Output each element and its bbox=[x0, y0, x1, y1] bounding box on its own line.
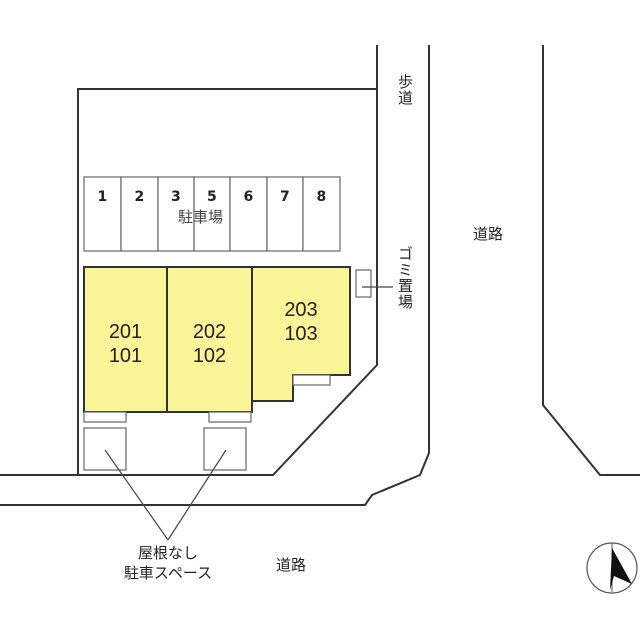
road-edge-right bbox=[542, 45, 640, 476]
leader-line bbox=[167, 449, 227, 541]
parking-slot-number: 1 bbox=[97, 189, 108, 205]
garbage-label: ゴミ置場 bbox=[396, 246, 414, 310]
lot-boundary bbox=[77, 88, 377, 475]
parking-slot bbox=[120, 176, 159, 252]
lot-boundary-right bbox=[0, 45, 378, 476]
parking-slot-number: 6 bbox=[243, 189, 254, 205]
north-arrow-icon bbox=[586, 542, 638, 594]
parking-slot-number: 5 bbox=[207, 189, 217, 205]
parking-slot bbox=[193, 176, 231, 252]
unit-number-lower: 102 bbox=[192, 345, 227, 367]
label-line: 駐車スペース bbox=[123, 564, 213, 582]
road-right-label: 道路 bbox=[473, 225, 504, 243]
parking-slot bbox=[266, 176, 304, 252]
unit-202 bbox=[166, 266, 253, 413]
units bbox=[83, 266, 351, 413]
unit-203-103: 203 103 bbox=[252, 298, 350, 346]
uncovered-parking-label: 屋根なし 駐車スペース bbox=[110, 543, 226, 583]
uncovered-parking-space bbox=[203, 427, 247, 471]
unit-number-upper: 201 bbox=[108, 321, 143, 343]
uncovered-parking-space bbox=[83, 427, 127, 471]
parking-slot-number: 7 bbox=[280, 189, 290, 205]
parking-slot-number: 2 bbox=[134, 189, 145, 205]
sidewalk-label: 歩道 bbox=[396, 74, 414, 106]
step-203 bbox=[292, 374, 331, 386]
parking-slot bbox=[302, 176, 341, 252]
unit-number-lower: 101 bbox=[108, 345, 143, 367]
garbage-area bbox=[355, 269, 372, 298]
sidewalk-edge bbox=[0, 45, 430, 506]
parking-lot-label: 駐車場 bbox=[178, 208, 224, 226]
parking-slot-number: 3 bbox=[171, 189, 181, 205]
step-202 bbox=[208, 411, 252, 423]
unit-number-lower: 103 bbox=[284, 323, 318, 345]
road-bottom-label: 道路 bbox=[276, 556, 307, 574]
unit-201-101: 201 101 bbox=[84, 320, 167, 368]
parking-slots bbox=[83, 176, 341, 252]
label-line: 屋根なし bbox=[137, 544, 198, 562]
step-201 bbox=[83, 411, 127, 423]
parking-slot-number: 8 bbox=[316, 189, 327, 205]
parking-slot bbox=[83, 176, 122, 252]
unit-number-upper: 202 bbox=[192, 321, 227, 343]
leader-line bbox=[104, 449, 169, 541]
unit-number-upper: 203 bbox=[284, 299, 318, 321]
unit-202-102: 202 102 bbox=[167, 320, 252, 368]
parking-slot bbox=[157, 176, 195, 252]
